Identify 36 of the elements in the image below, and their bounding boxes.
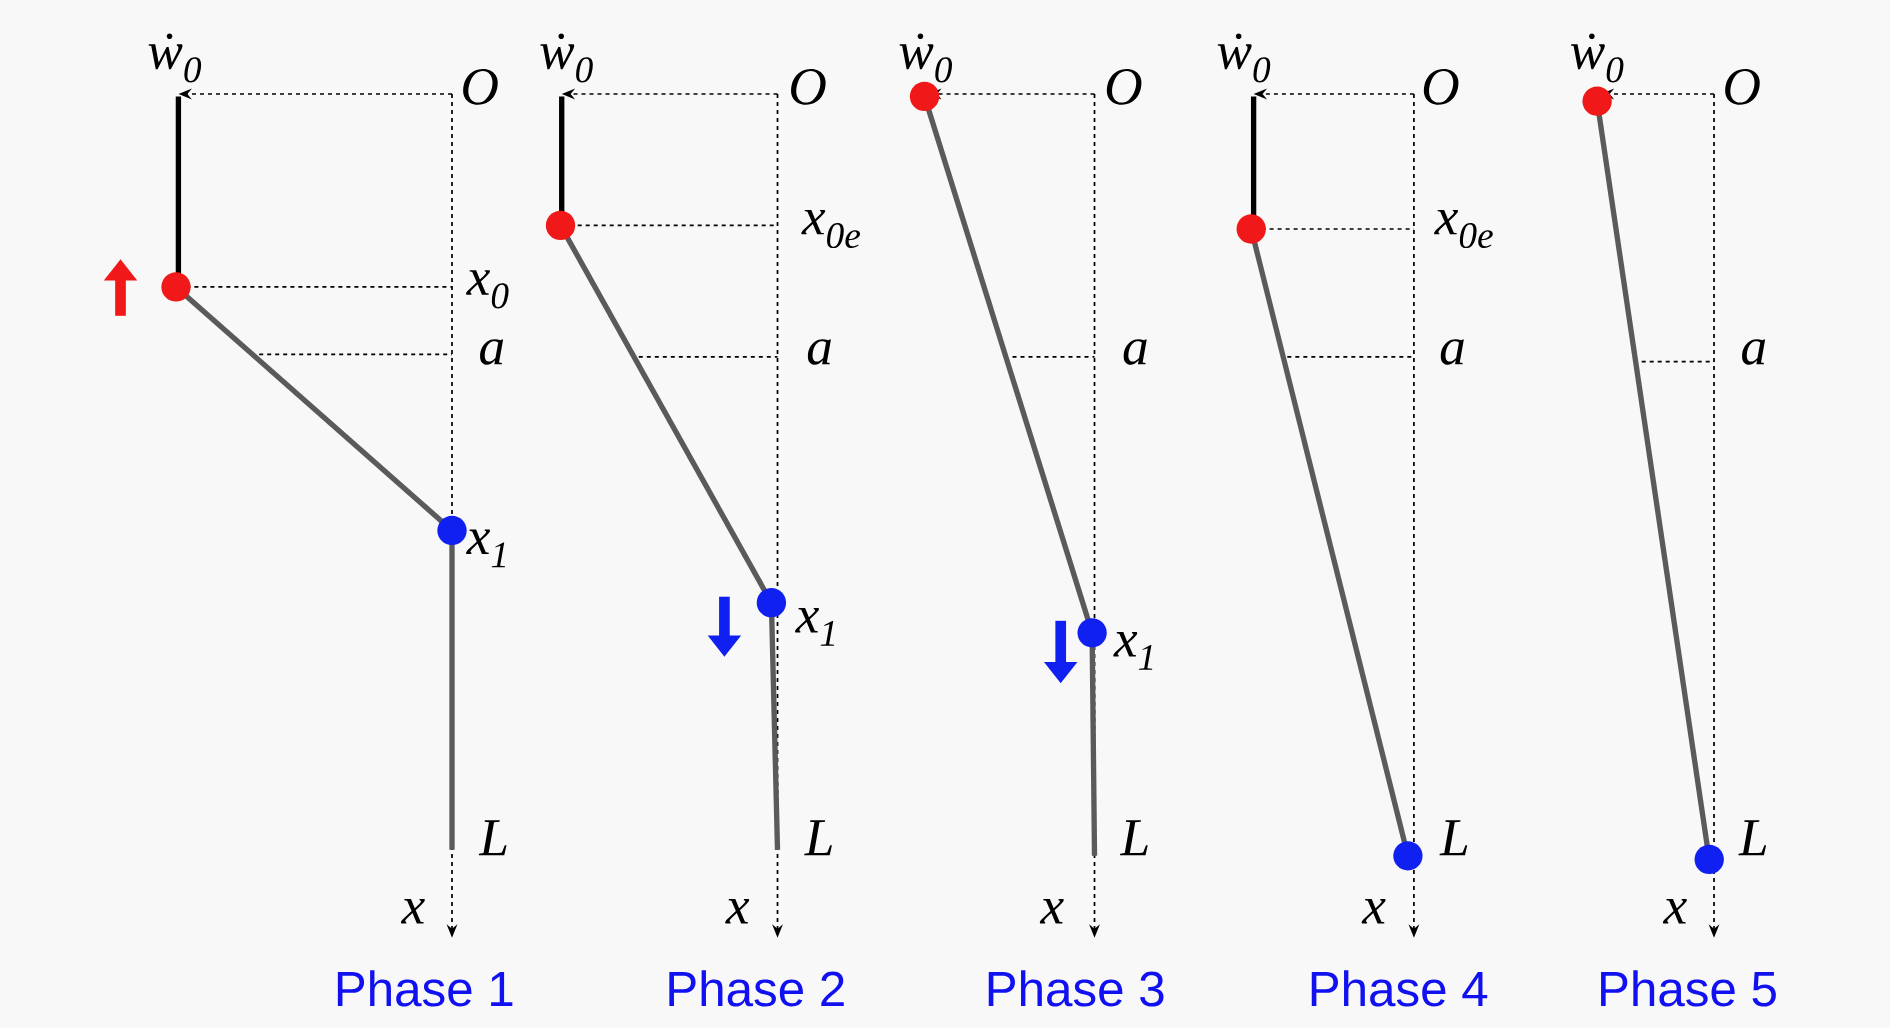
axis-label: x [725, 899, 750, 924]
axis-label: L [1738, 820, 1767, 856]
axis-label: a [1742, 339, 1766, 365]
axis-label: L [1119, 820, 1148, 856]
axis-label: x$_{1}$ [1113, 632, 1153, 670]
axis-label: x [400, 899, 425, 924]
axis-label: x$_{1}$ [466, 529, 506, 568]
axis-label: a [1123, 339, 1147, 365]
axis-label: x$_{1}$ [795, 607, 835, 646]
axis-label: O [463, 68, 498, 105]
phase-caption: Phase 2 [669, 970, 844, 1007]
axis-label: x [1039, 899, 1064, 924]
axis-label: L [804, 820, 832, 856]
axis-label: x$_{0}$ [466, 270, 509, 309]
axis-label: ẇ$_{0}$ [148, 33, 202, 83]
axis-label: L [478, 820, 507, 856]
axis-label: O [1423, 68, 1459, 105]
phase-caption: Phase 5 [1601, 970, 1776, 1007]
phase-caption: Phase 4 [1311, 970, 1488, 1007]
axis-label: O [1106, 68, 1142, 105]
axis-label: x [1662, 899, 1687, 924]
axis-label: ẇ$_{0}$ [1570, 33, 1624, 83]
axis-label: ẇ$_{0}$ [1217, 33, 1271, 83]
axis-label: x$_{0e}$ [1434, 209, 1493, 249]
axis-label: x [1361, 899, 1386, 924]
axis-label: O [1725, 68, 1760, 105]
axis-label: L [1439, 820, 1468, 856]
axis-label: ẇ$_{0}$ [540, 33, 593, 83]
axis-label: ẇ$_{0}$ [899, 33, 953, 83]
axis-label: a [480, 339, 504, 365]
phase-caption: Phase 3 [988, 970, 1164, 1007]
axis-label: a [1440, 339, 1464, 365]
axis-label: O [791, 68, 826, 105]
phase-caption: Phase 1 [337, 970, 513, 1007]
axis-label: a [807, 339, 831, 365]
axis-label: x$_{0e}$ [801, 209, 860, 249]
